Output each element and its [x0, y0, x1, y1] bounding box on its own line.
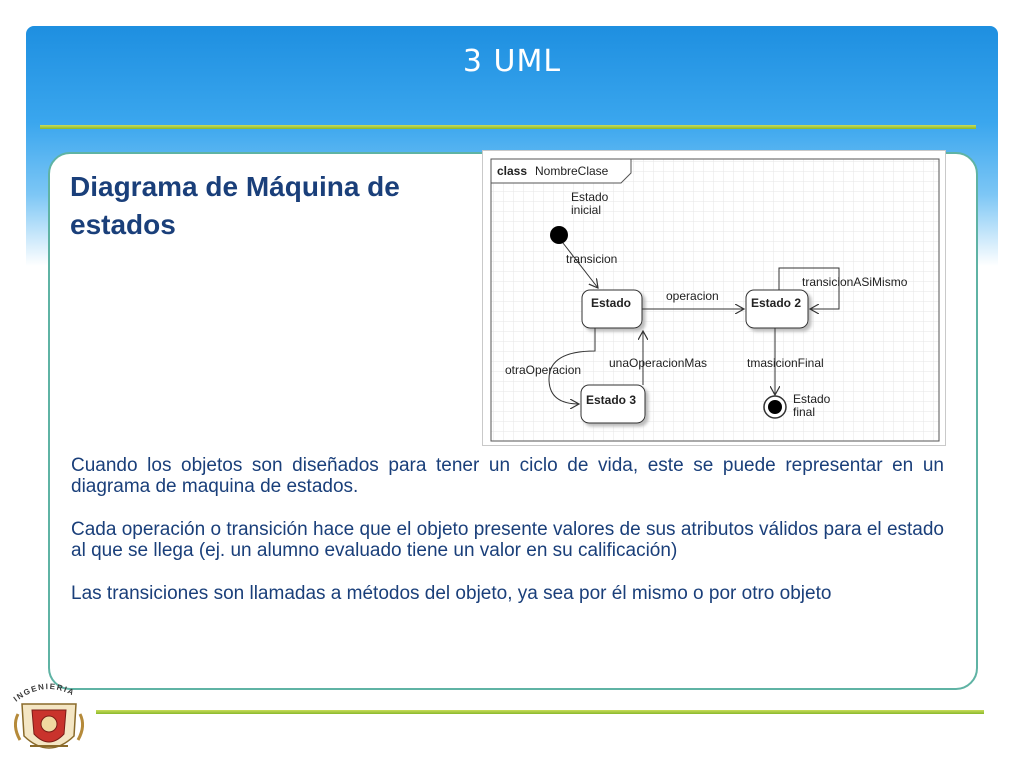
- transition-label-final: tmasicionFinal: [747, 356, 824, 370]
- slide-heading: Diagrama de Máquina de estados: [70, 171, 400, 240]
- state-estado-2-label: Estado 2: [751, 296, 801, 310]
- paragraph-1: Cuando los objetos son diseñados para te…: [71, 455, 944, 497]
- state-estado-3: [580, 384, 646, 424]
- slide-title: 3 UML: [462, 44, 562, 79]
- final-label-line2: final: [793, 405, 815, 419]
- paragraph-2: Cada operación o transición hace que el …: [71, 519, 944, 561]
- bottom-divider: [96, 710, 984, 714]
- transition-label-otra: otraOperacion: [505, 363, 581, 377]
- transition-label-operacion: operacion: [666, 289, 719, 303]
- state-estado-3-label: Estado 3: [586, 393, 636, 407]
- transition-label-transicion: transicion: [566, 252, 617, 266]
- top-divider: [40, 125, 976, 129]
- state-machine-diagram: class NombreClase Estado inicial transic…: [482, 150, 946, 446]
- engineering-logo: INGENIERIA: [12, 682, 85, 749]
- transition-label-self: transicionASiMismo: [802, 275, 908, 289]
- frame-name: NombreClase: [535, 164, 609, 178]
- frame-keyword: class: [497, 164, 527, 178]
- transition-label-una: unaOperacionMas: [609, 356, 707, 370]
- initial-state-node: [550, 226, 568, 244]
- svg-text:INGENIERIA: INGENIERIA: [12, 682, 77, 704]
- paragraph-3: Las transiciones son llamadas a métodos …: [71, 583, 832, 604]
- body-text: Cuando los objetos son diseñados para te…: [71, 455, 944, 626]
- state-estado-2: [745, 289, 809, 329]
- state-estado-label: Estado: [591, 296, 631, 310]
- final-label-line1: Estado: [793, 392, 831, 406]
- initial-label-line1: Estado: [571, 190, 609, 204]
- initial-label-line2: inicial: [571, 203, 601, 217]
- logo-text: INGENIERIA: [12, 682, 75, 704]
